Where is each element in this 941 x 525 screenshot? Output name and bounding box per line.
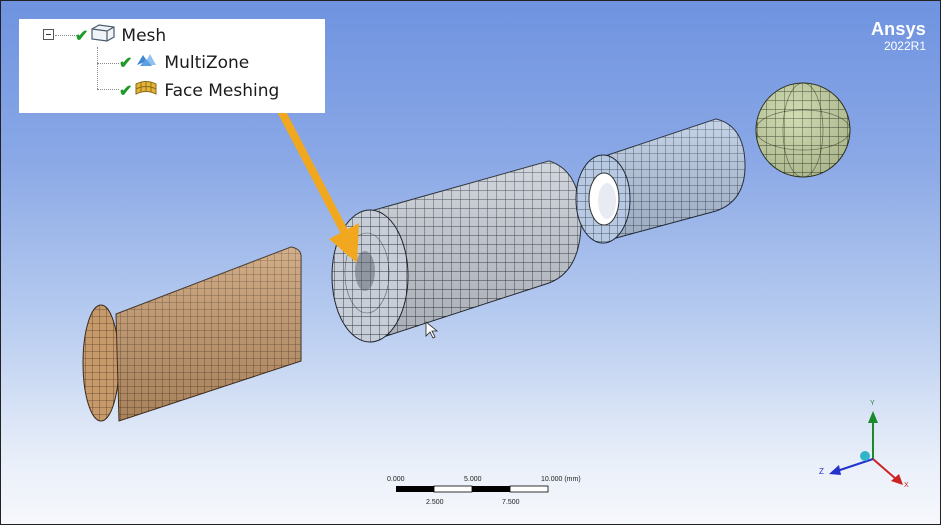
tree-item-label: Mesh — [121, 25, 167, 46]
collapse-toggle[interactable] — [43, 29, 54, 40]
check-icon: ✔ — [119, 54, 133, 72]
tree-item-label: Face Meshing — [164, 80, 280, 101]
tree-item-multizone[interactable]: ✔ MultiZone — [119, 51, 249, 74]
axis-label-y: Y — [870, 400, 875, 407]
scale-label-10: 10.000 (mm) — [541, 476, 581, 483]
tree-connector — [97, 63, 119, 64]
hollow-cylinder-body[interactable] — [575, 118, 746, 244]
mesh-icon — [90, 23, 116, 48]
multizone-icon — [134, 51, 158, 74]
axis-triad[interactable] — [829, 411, 903, 485]
scale-label-0: 0.000 — [387, 476, 405, 483]
check-icon: ✔ — [75, 27, 89, 45]
brand-name: Ansys — [870, 19, 926, 39]
face-meshing-icon — [134, 79, 158, 102]
axis-label-x: X — [904, 482, 909, 489]
brand-version: 2022R1 — [883, 39, 926, 53]
half-cylinder-body[interactable] — [82, 246, 302, 422]
check-icon: ✔ — [119, 82, 133, 100]
sphere-body[interactable] — [755, 82, 851, 178]
tree-connector — [97, 47, 98, 89]
ansys-brand: Ansys 2022R1 — [871, 19, 926, 53]
solid-cylinder-body[interactable] — [331, 160, 582, 343]
scale-label-2-5: 2.500 — [426, 499, 444, 506]
axis-label-z: Z — [819, 467, 824, 476]
tree-connector — [97, 89, 119, 90]
tree-item-label: MultiZone — [164, 52, 250, 73]
callout-arrow — [273, 101, 359, 263]
outline-tree-panel: ✔ Mesh ✔ MultiZone ✔ — [19, 19, 325, 113]
mouse-cursor — [425, 321, 439, 339]
scale-bar — [396, 485, 549, 493]
scale-label-5: 5.000 — [464, 476, 482, 483]
tree-item-mesh[interactable]: ✔ Mesh — [75, 23, 166, 48]
tree-connector — [55, 35, 81, 36]
tree-item-face-meshing[interactable]: ✔ Face Meshing — [119, 79, 279, 102]
scale-label-7-5: 7.500 — [502, 499, 520, 506]
